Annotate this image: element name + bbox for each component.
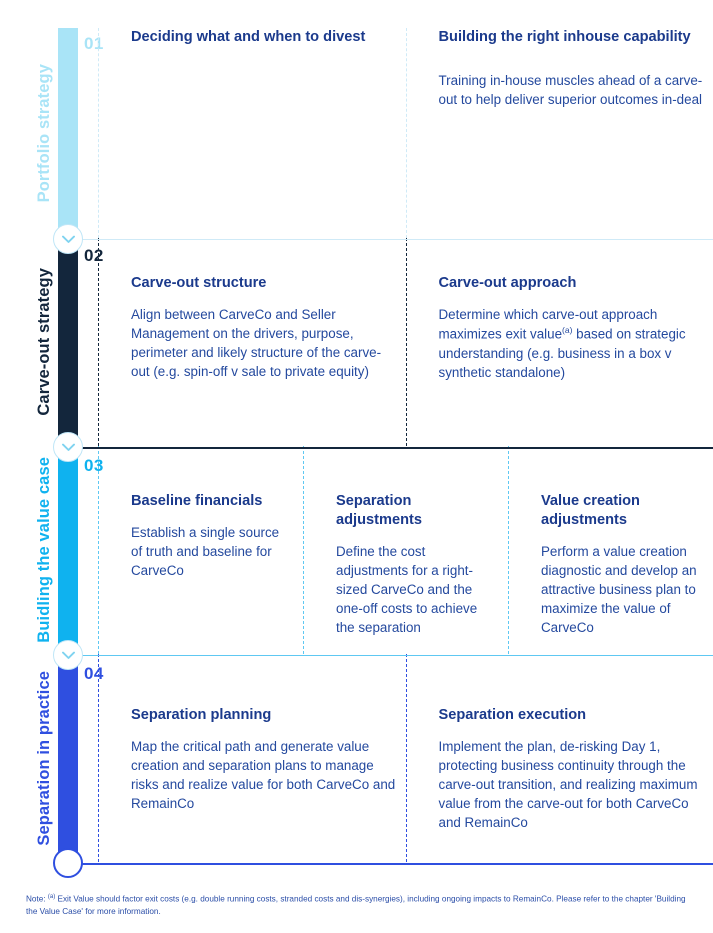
stage-divider	[62, 447, 713, 449]
column-body: Define the cost adjustments for a right-…	[336, 543, 478, 636]
column-body: Training in-house muscles ahead of a car…	[438, 72, 703, 107]
stage-label-text: Buidling the value case	[35, 457, 53, 643]
chevron-down-icon[interactable]	[53, 432, 83, 462]
stage-rail-02	[58, 238, 78, 446]
stage-columns: Deciding what and when to divest Building…	[98, 28, 713, 238]
stage-label-04: Separation in practice	[0, 654, 54, 862]
stage-label-03: Buidling the value case	[0, 446, 54, 654]
column-body: Align between CarveCo and Seller Managem…	[131, 306, 382, 380]
chevron-down-icon[interactable]	[53, 640, 83, 670]
column-body: Map the critical path and generate value…	[131, 738, 396, 812]
column-body: Implement the plan, de-risking Day 1, pr…	[438, 738, 698, 831]
column-heading: Baseline financials	[131, 493, 263, 509]
stage-rail-01	[58, 28, 78, 238]
column-heading: Deciding what and when to divest	[131, 29, 366, 45]
stage-divider	[62, 655, 713, 656]
stage-label-01: Portfolio strategy	[0, 28, 54, 238]
column-heading: Carve-out approach	[438, 275, 577, 291]
column-body: Establish a single source of truth and b…	[131, 524, 280, 579]
footnote-marker: (a)	[562, 325, 573, 335]
footnote-marker: (a)	[47, 894, 56, 900]
stage-column: Deciding what and when to divest	[98, 28, 406, 238]
column-heading: Building the right inhouse capability	[438, 29, 691, 45]
stage-rail-04	[58, 654, 78, 862]
chevron-down-icon[interactable]	[53, 224, 83, 254]
footnote: Note: (a) Exit Value should factor exit …	[26, 893, 686, 919]
stage-label-text: Portfolio strategy	[35, 63, 53, 203]
stage-label-text: Carve-out strategy	[35, 268, 53, 416]
stage-label-text: Separation in practice	[35, 670, 53, 846]
circle-endpoint-icon[interactable]	[53, 848, 83, 878]
column-heading: Separation planning	[131, 707, 272, 723]
stage-label-02: Carve-out strategy	[0, 238, 54, 446]
stage-rail-03	[58, 446, 78, 654]
column-heading: Carve-out structure	[131, 275, 267, 291]
column-heading: Separation execution	[438, 707, 587, 723]
column-heading: Separation adjustments	[336, 493, 422, 528]
column-body: Determine which carve-out approach maxim…	[438, 306, 686, 380]
footnote-text: Exit Value should factor exit costs (e.g…	[26, 894, 686, 917]
stage-divider	[62, 239, 713, 240]
column-body: Perform a value creation diagnostic and …	[541, 543, 697, 636]
stage-divider	[62, 863, 713, 865]
footnote-prefix: Note:	[26, 894, 48, 904]
column-heading: Value creation adjustments	[541, 493, 640, 528]
